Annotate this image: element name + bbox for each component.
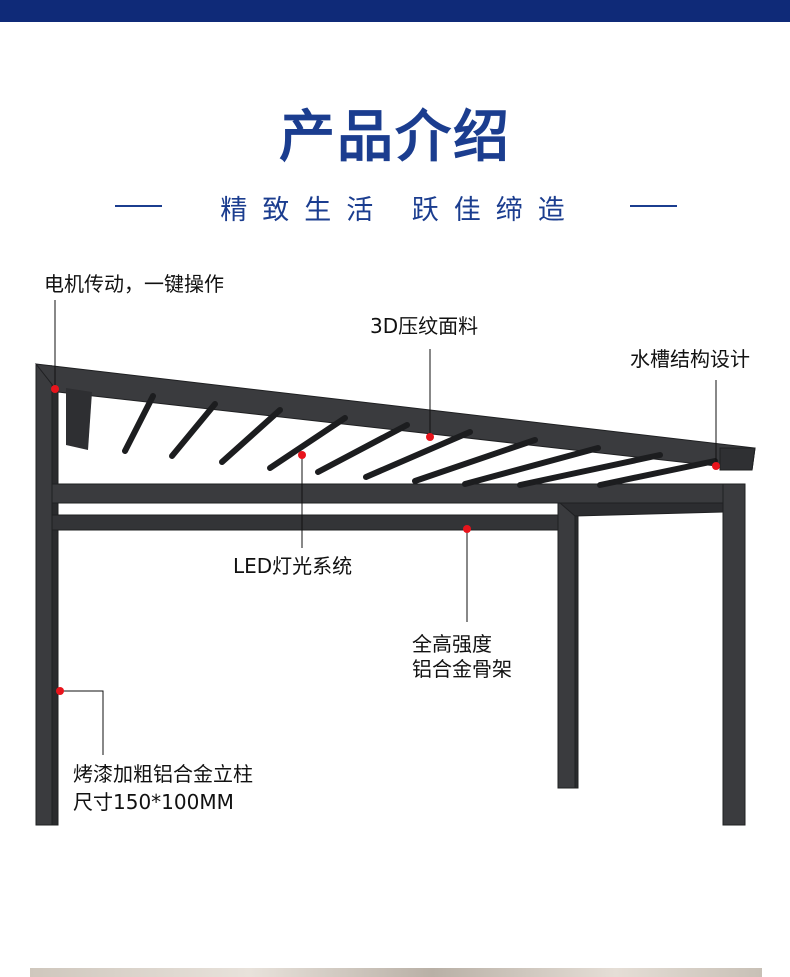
callout-panel: 3D压纹面料	[370, 314, 479, 338]
top-banner-bar	[0, 0, 790, 22]
callout-led: LED灯光系统	[233, 554, 353, 578]
page-subtitle: 精致生活 跃佳缔造	[220, 195, 580, 226]
subtitle-left-dash	[115, 205, 162, 207]
motor-housing	[66, 388, 92, 450]
page-title: 产品介绍	[279, 105, 511, 170]
callout-leaders	[54, 300, 717, 755]
callout-frame-line1: 全高强度	[412, 632, 492, 656]
callout-frame-line2: 铝合金骨架	[412, 657, 512, 681]
callout-gutter: 水槽结构设计	[630, 347, 750, 371]
bottom-photo-strip	[30, 968, 762, 977]
pergola-frame	[34, 363, 756, 826]
callout-column-line1: 烤漆加粗铝合金立柱	[73, 762, 253, 786]
callout-markers	[51, 385, 720, 695]
callout-motor: 电机传动，一键操作	[44, 272, 224, 296]
callout-column-line2: 尺寸150*100MM	[73, 790, 234, 814]
subtitle-right-dash	[630, 205, 677, 207]
subtitle-row: 精致生活 跃佳缔造	[0, 186, 790, 226]
pergola-diagram	[34, 300, 756, 826]
louver-blades	[122, 393, 718, 488]
